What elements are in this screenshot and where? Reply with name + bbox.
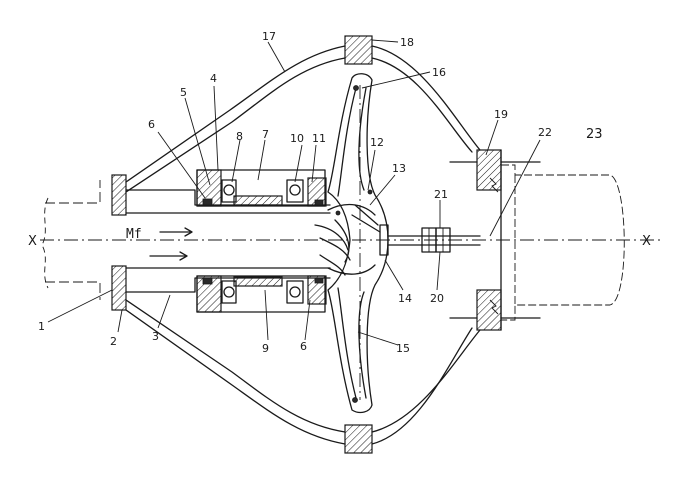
label-22: 22 [538,126,552,139]
label-9: 9 [262,342,269,355]
seals [203,199,323,284]
bearing-housing [197,170,326,312]
label-15: 15 [396,342,410,355]
label-14: 14 [398,292,412,305]
inlet-flange [112,175,126,310]
flow-arrows [150,228,192,260]
label-6-bottom: 6 [300,340,307,353]
label-10: 10 [290,132,304,145]
label-18: 18 [400,36,414,49]
label-1: 1 [38,320,45,333]
label-13: 13 [392,162,406,175]
flow-label: Mf [126,227,142,242]
label-23: 23 [586,127,603,142]
impeller [315,74,388,413]
label-12: 12 [370,136,384,149]
label-3: 3 [152,330,159,343]
label-6-top: 6 [148,118,155,131]
shaft-tube [126,190,330,292]
label-20: 20 [430,292,444,305]
label-17: 17 [262,30,276,43]
label-11: 11 [312,132,326,145]
label-7: 7 [262,128,269,141]
axis-label-right: X [642,234,651,249]
label-21: 21 [434,188,448,201]
label-5: 5 [180,86,187,99]
label-8: 8 [236,130,243,143]
label-4: 4 [210,72,217,85]
label-16: 16 [432,66,446,79]
motor [501,165,624,320]
label-2: 2 [110,335,117,348]
label-19: 19 [494,108,508,121]
axis-label-left: X [28,234,37,249]
